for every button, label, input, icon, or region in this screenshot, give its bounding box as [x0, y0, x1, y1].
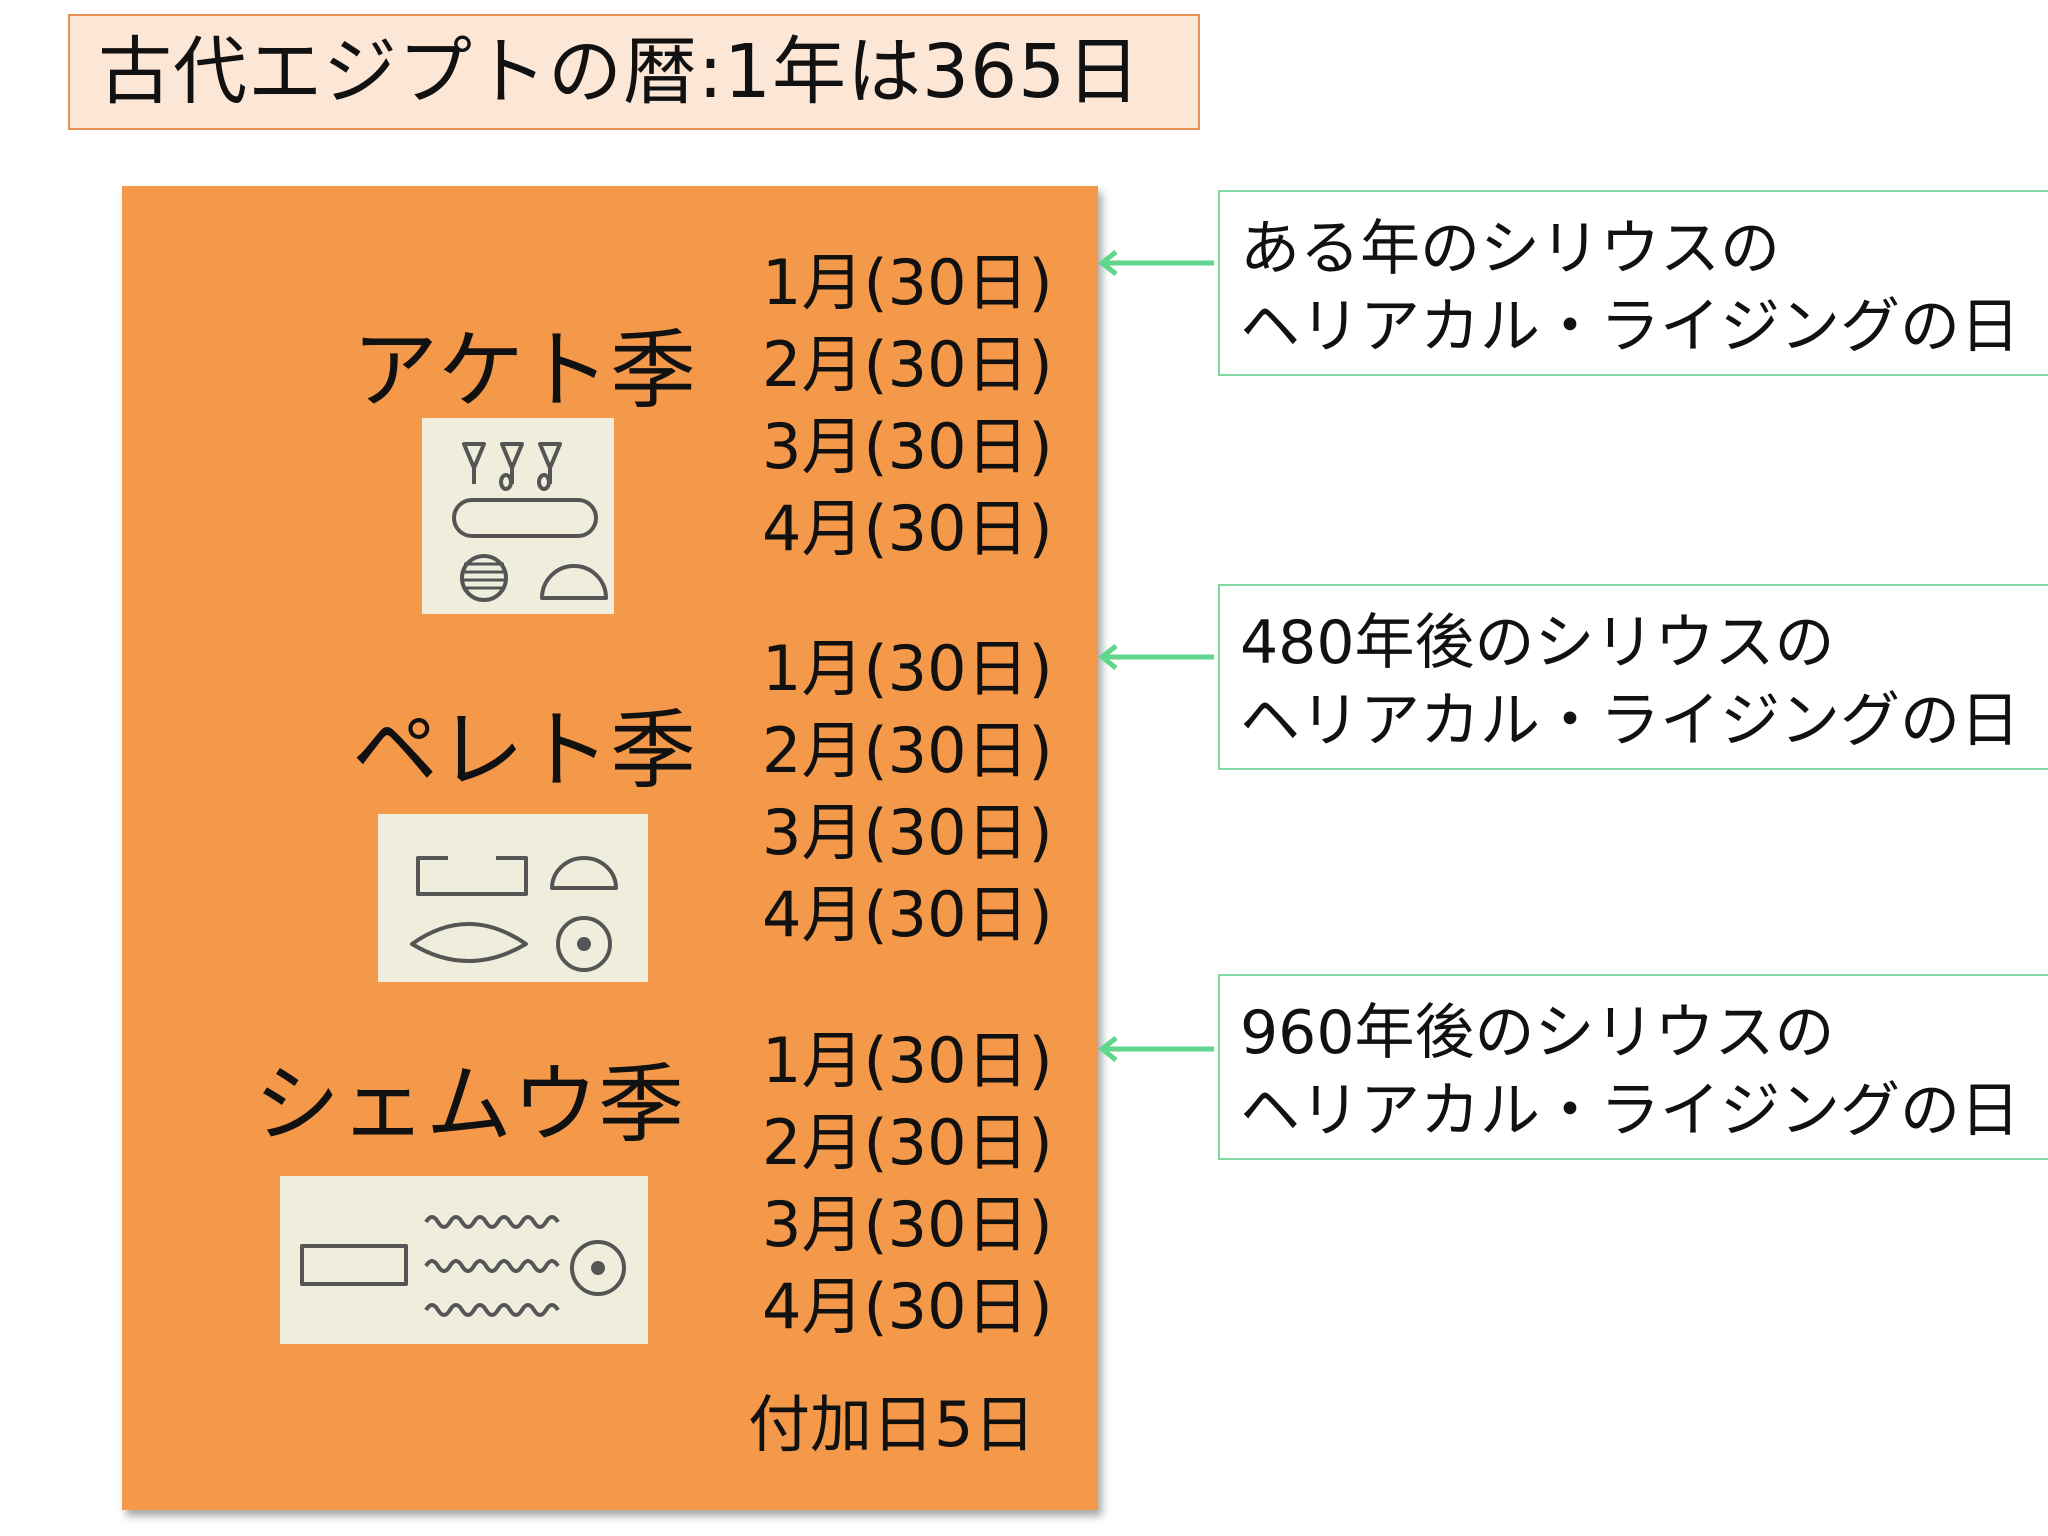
month-row: 4月(30日): [762, 492, 1053, 565]
akhet-month-list: 1月(30日) 2月(30日) 3月(30日) 4月(30日): [762, 242, 1053, 570]
peret-hieroglyph-icon: [378, 814, 648, 982]
season-akhet-name: アケト季: [352, 321, 696, 421]
month-row: 1月(30日): [762, 1024, 1053, 1097]
month-row: 3月(30日): [762, 1188, 1053, 1261]
month-row: 1月(30日): [762, 246, 1053, 319]
month-row: 2月(30日): [762, 328, 1053, 401]
shemu-hieroglyph-icon: [280, 1176, 648, 1344]
note-line: ある年のシリウスの: [1240, 214, 1780, 284]
arrow-left-icon: [1098, 250, 1214, 276]
sirius-note-year0: ある年のシリウスの ヘリアカル・ライジングの日: [1218, 190, 2048, 376]
note-line: 960年後のシリウスの: [1240, 998, 1835, 1068]
calendar-panel: アケト季 1月(30日): [122, 186, 1098, 1510]
month-row: 1月(30日): [762, 632, 1053, 705]
epagomenal-days-label: 付加日5日: [748, 1388, 1036, 1461]
note-line: 480年後のシリウスの: [1240, 608, 1835, 678]
month-row: 2月(30日): [762, 714, 1053, 787]
note-line: ヘリアカル・ライジングの日: [1240, 1076, 2020, 1146]
season-peret-name: ペレト季: [352, 701, 696, 801]
note-line: ヘリアカル・ライジングの日: [1240, 686, 2020, 756]
arrow-left-icon: [1098, 644, 1214, 670]
season-shemu-name: シェムウ季: [254, 1055, 684, 1155]
month-row: 3月(30日): [762, 410, 1053, 483]
note-line: ヘリアカル・ライジングの日: [1240, 292, 2020, 362]
page-title: 古代エジプトの暦:1年は365日: [68, 14, 1200, 130]
sirius-note-year480: 480年後のシリウスの ヘリアカル・ライジングの日: [1218, 584, 2048, 770]
month-row: 2月(30日): [762, 1106, 1053, 1179]
month-row: 4月(30日): [762, 878, 1053, 951]
shemu-month-list: 1月(30日) 2月(30日) 3月(30日) 4月(30日): [762, 1020, 1053, 1348]
akhet-hieroglyph-icon: [422, 418, 614, 614]
sirius-note-year960: 960年後のシリウスの ヘリアカル・ライジングの日: [1218, 974, 2048, 1160]
arrow-left-icon: [1098, 1036, 1214, 1062]
month-row: 4月(30日): [762, 1270, 1053, 1343]
peret-month-list: 1月(30日) 2月(30日) 3月(30日) 4月(30日): [762, 628, 1053, 956]
month-row: 3月(30日): [762, 796, 1053, 869]
